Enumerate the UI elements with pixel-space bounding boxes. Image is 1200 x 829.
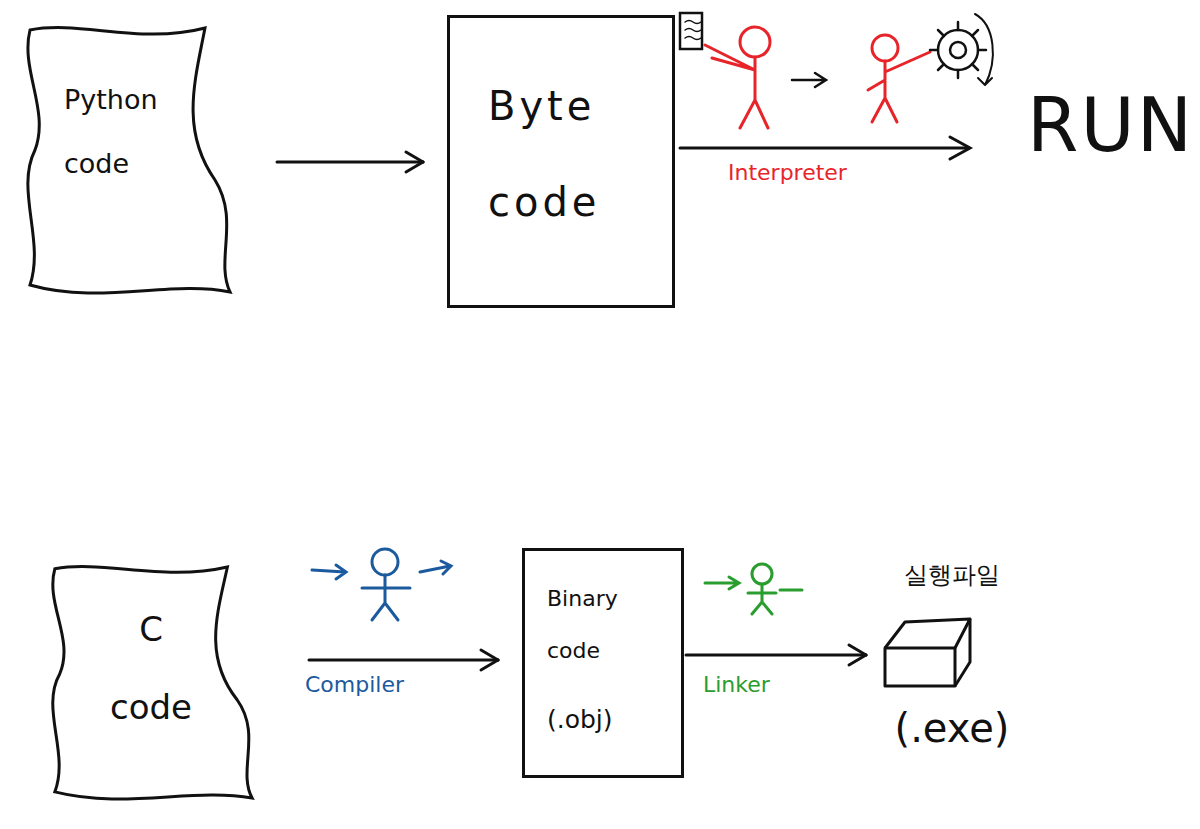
run-label: RUN <box>1027 82 1194 168</box>
flow-arrow <box>686 645 866 665</box>
compiler-figure <box>312 549 451 620</box>
node-text: Binary code <box>547 573 657 677</box>
node-text: (.obj) <box>547 705 667 735</box>
node-text: 실행파일 <box>872 560 1032 590</box>
linker-label: Linker <box>703 672 770 697</box>
node-text: C code <box>106 590 196 746</box>
process-box: Binary code (.obj) <box>522 548 684 778</box>
flow-arrow <box>277 152 423 172</box>
linker-figure <box>705 564 802 614</box>
node-text: (.exe) <box>872 705 1032 751</box>
interpreter-figures <box>680 13 993 128</box>
paper-outline <box>45 560 257 805</box>
executable-file: 실행파일 (.exe) <box>872 560 1032 765</box>
flow-arrow <box>309 650 498 670</box>
source-paper: C code <box>45 560 257 805</box>
source-paper: Python code <box>20 20 235 300</box>
node-text: Byte code <box>488 58 618 250</box>
node-text: Python code <box>64 68 174 196</box>
process-box: Byte code <box>447 15 675 308</box>
paper-outline <box>28 28 230 294</box>
run-arrow <box>680 137 970 159</box>
compiler-label: Compiler <box>305 672 404 697</box>
interpreter-label: Interpreter <box>728 160 847 185</box>
paper-outline <box>53 567 252 799</box>
